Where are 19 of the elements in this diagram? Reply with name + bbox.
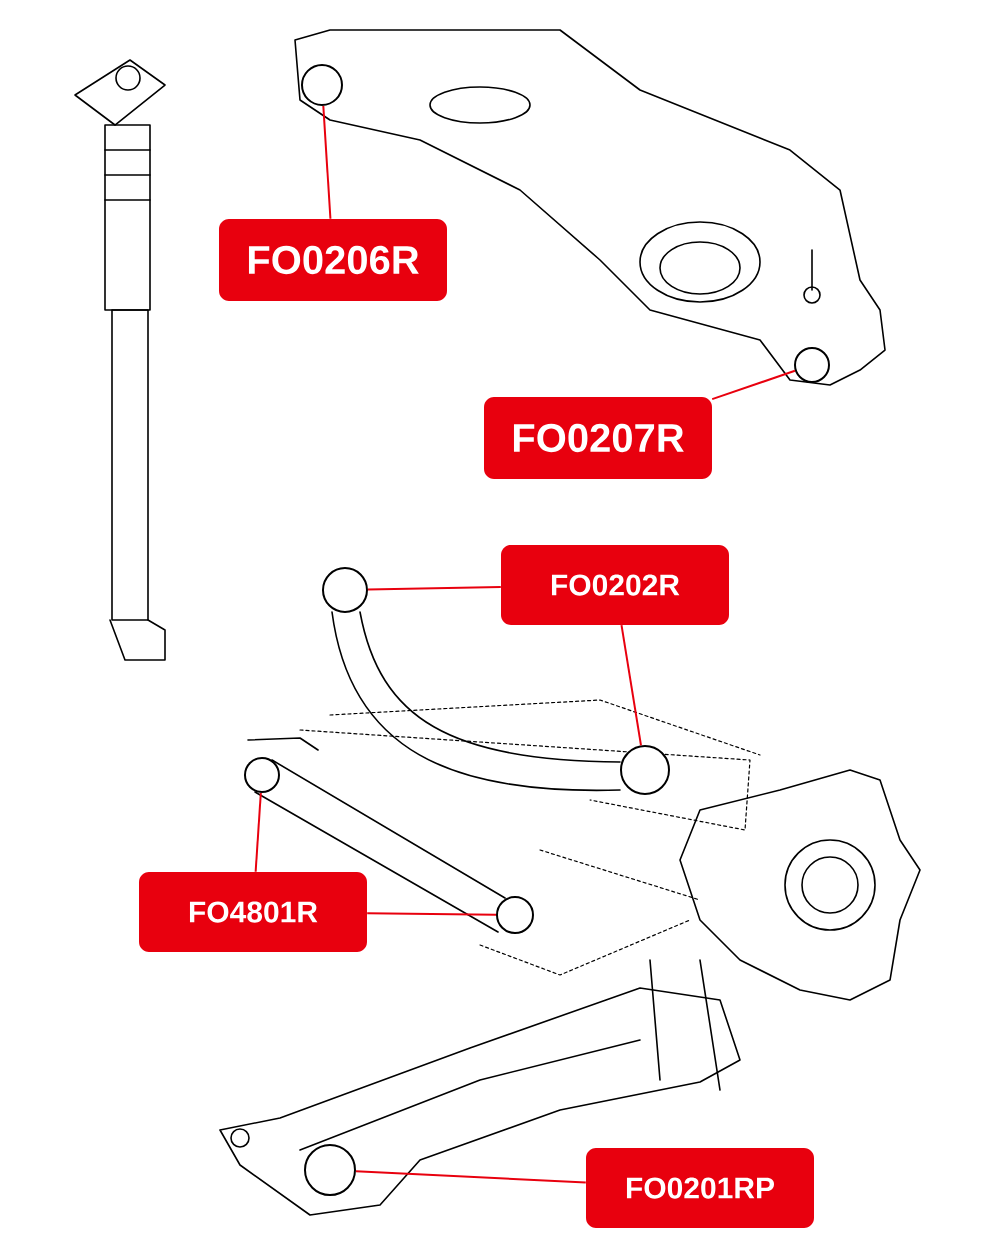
- bushing: [304, 1144, 356, 1196]
- bushing: [620, 745, 670, 795]
- leader-line: [711, 369, 796, 401]
- part-number-label: FO4801R: [139, 872, 367, 952]
- part-number-label: FO0201RP: [586, 1148, 814, 1228]
- leader-line: [367, 586, 502, 591]
- part-number-label: FO0206R: [219, 219, 447, 301]
- bushing: [794, 347, 830, 383]
- leader-line: [354, 1170, 587, 1184]
- bushing: [496, 896, 534, 934]
- part-number-label: FO0207R: [484, 397, 712, 479]
- leader-line: [620, 624, 642, 747]
- bushing: [322, 567, 368, 613]
- leader-line: [366, 912, 497, 916]
- bushing: [301, 64, 343, 106]
- leader-line: [322, 104, 332, 220]
- part-number-label: FO0202R: [501, 545, 729, 625]
- leader-line: [254, 791, 262, 873]
- bushing: [244, 757, 280, 793]
